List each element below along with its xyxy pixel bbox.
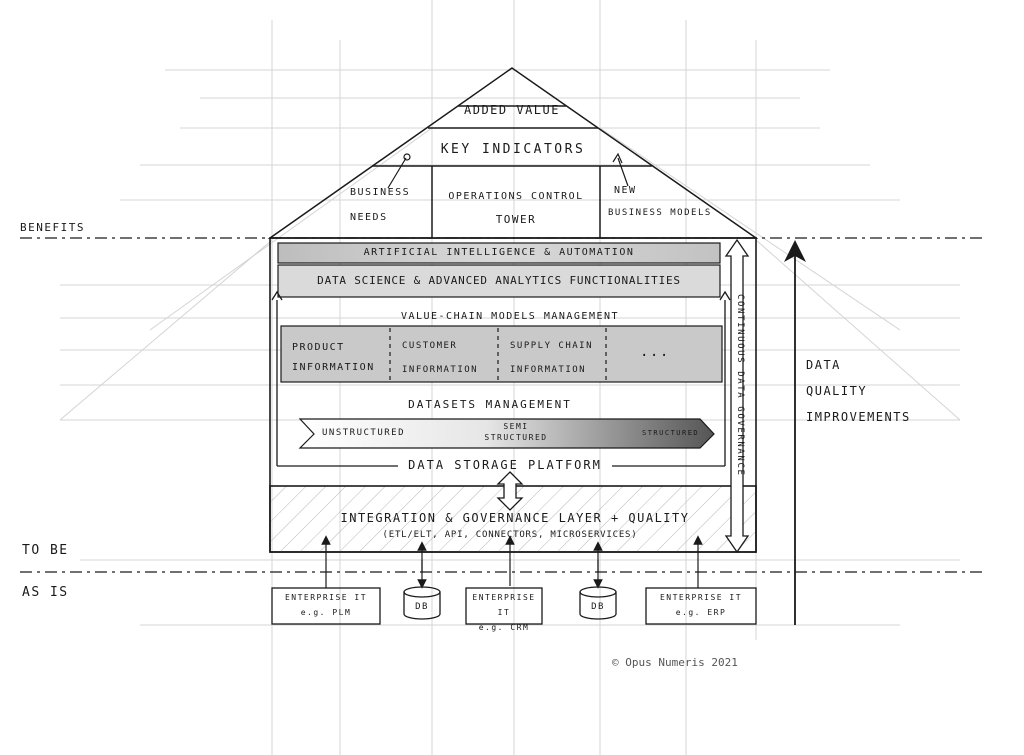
copyright-text: © Opus Numeris 2021 (612, 656, 738, 669)
system-plm: ENTERPRISE IT e.g. PLM (272, 590, 380, 620)
as-is-boxes (271, 586, 757, 625)
integration-connectors (321, 535, 703, 589)
unstructured-label: UNSTRUCTURED (322, 428, 406, 438)
vc-cell-line1: SUPPLY CHAIN (510, 341, 594, 351)
system-crm: ENTERPRISE IT e.g. CRM (466, 590, 542, 635)
key-indicators-label: KEY INDICATORS (440, 142, 586, 157)
vc-cell-line2: INFORMATION (402, 365, 479, 375)
vc-cell-line2: INFORMATION (292, 362, 375, 373)
vc-cell-line2: INFORMATION (510, 365, 587, 375)
ai-band-bg (277, 242, 721, 264)
value-chain-title: VALUE-CHAIN MODELS MANAGEMENT (400, 311, 620, 322)
ai-automation-label: ARTIFICIAL INTELLIGENCE & AUTOMATION (363, 247, 635, 258)
vc-cell-customer: CUSTOMER INFORMATION (402, 334, 478, 382)
semi-structured-label: SEMI STRUCTURED (476, 421, 556, 443)
system-db-2: DB (591, 602, 605, 612)
datasets-title: DATASETS MANAGEMENT (408, 398, 572, 411)
storage-platform-label: DATA STORAGE PLATFORM (408, 458, 602, 472)
integration-subtitle: (ETL/ELT, API, CONNECTORS, MICROSERVICES… (382, 530, 638, 540)
governance-arrow (724, 238, 750, 554)
vc-cell-line1: CUSTOMER (402, 341, 458, 351)
quality-line1: DATA (806, 358, 841, 372)
ops-tower-line1: OPERATIONS CONTROL (448, 191, 584, 202)
ds-band-bg (277, 264, 721, 298)
data-quality-arrow (784, 240, 806, 625)
business-needs-line1: BUSINESS (350, 187, 411, 198)
system-erp: ENTERPRISE IT e.g. ERP (646, 590, 756, 620)
vc-cell-product: PRODUCT INFORMATION (292, 338, 375, 378)
added-value-label: ADDED VALUE (464, 103, 560, 117)
new-models-line2: BUSINESS MODELS (608, 208, 712, 218)
system-line1: ENTERPRISE IT (472, 593, 536, 617)
integration-title: INTEGRATION & GOVERNANCE LAYER + QUALITY (340, 511, 690, 525)
quality-line2: QUALITY (806, 384, 868, 398)
data-science-label: DATA SCIENCE & ADVANCED ANALYTICS FUNCTI… (317, 274, 681, 287)
inner-frame (271, 290, 731, 467)
value-chain-dividers (389, 328, 607, 380)
as-is-label: AS IS (22, 585, 69, 600)
vc-cell-line1: PRODUCT (292, 342, 345, 353)
system-line2: e.g. CRM (478, 623, 530, 632)
quality-line3: IMPROVEMENTS (806, 410, 911, 424)
semi-line1: SEMI (503, 422, 529, 431)
structured-label: STRUCTURED (642, 429, 700, 437)
benefits-label: BENEFITS (20, 221, 85, 234)
roof-pointer-arrows (387, 152, 629, 189)
to-be-label: TO BE (22, 543, 69, 558)
business-needs-line2: NEEDS (350, 212, 388, 223)
system-line1: ENTERPRISE IT (659, 593, 743, 602)
value-chain-box (280, 325, 723, 383)
semi-line2: STRUCTURED (484, 433, 548, 442)
system-line2: e.g. ERP (675, 608, 727, 617)
storage-double-arrow (496, 471, 524, 511)
new-models-line1: NEW (614, 185, 637, 196)
governance-vertical-text: CONTINUOUS DATA GOVERNANCE (735, 294, 745, 476)
data-quality-label: DATA QUALITY IMPROVEMENTS (806, 352, 911, 430)
system-line2: e.g. PLM (300, 608, 352, 617)
vc-cell-supply-chain: SUPPLY CHAIN INFORMATION (510, 334, 593, 382)
system-line1: ENTERPRISE IT (284, 593, 368, 602)
system-db-1: DB (415, 602, 429, 612)
ops-tower-line2: TOWER (495, 213, 537, 226)
vc-cell-more: ... (640, 344, 670, 360)
datasets-arrow (298, 418, 715, 449)
